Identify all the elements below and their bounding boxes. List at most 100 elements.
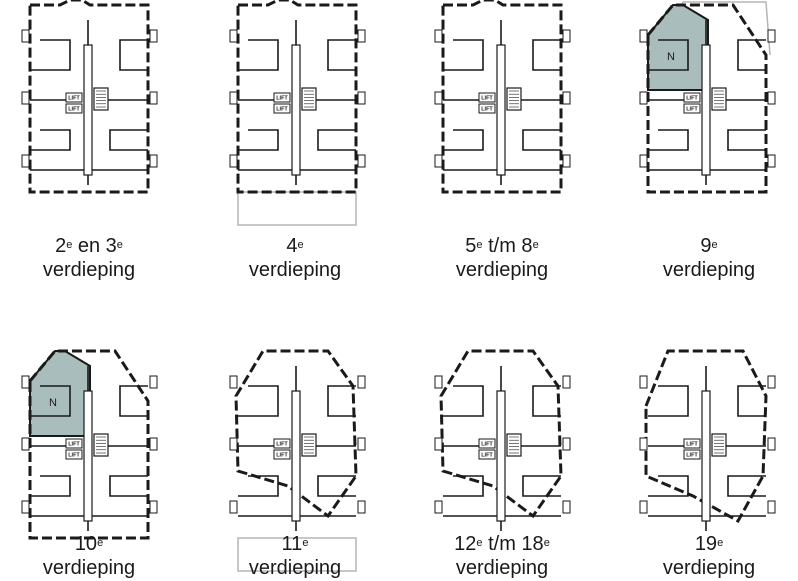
- lift-box: [683, 92, 701, 103]
- balcony: [21, 500, 30, 514]
- caption-floor-word: verdieping: [42, 259, 136, 281]
- balcony: [21, 29, 30, 43]
- balcony: [229, 500, 238, 514]
- lift-label: LIFT: [276, 453, 288, 459]
- lift-box: [65, 92, 83, 103]
- balcony: [562, 29, 571, 43]
- corridor: [496, 44, 506, 176]
- caption-floor-number: 9e: [609, 234, 798, 258]
- facade-outline: [646, 3, 768, 194]
- floor-number: 10: [74, 533, 98, 555]
- facade-outline: [441, 0, 563, 194]
- lift-label: LIFT: [686, 442, 698, 448]
- caption-floor-number: 12e t/m 18e: [402, 532, 602, 556]
- stairwell: [711, 433, 727, 457]
- balcony: [229, 437, 238, 451]
- floor-number: 12: [454, 533, 477, 555]
- lift-label: LIFT: [686, 96, 698, 102]
- lift-box: [683, 449, 701, 460]
- lift-label: LIFT: [68, 107, 80, 113]
- balcony: [357, 500, 366, 514]
- lift-label: LIFT: [276, 96, 288, 102]
- balcony: [149, 375, 158, 389]
- caption-floor-number: 11e: [195, 532, 395, 556]
- facade-outline: [28, 0, 150, 194]
- balcony: [229, 29, 238, 43]
- lift-label: LIFT: [481, 96, 493, 102]
- apartment-marker: N: [667, 51, 675, 63]
- interior-wall: [443, 129, 484, 151]
- balcony: [767, 500, 776, 514]
- stairwell: [711, 87, 727, 111]
- lift-box: [478, 92, 496, 103]
- ordinal-suffix: e: [476, 239, 483, 251]
- corridor: [496, 390, 506, 522]
- interior-wall: [522, 129, 561, 151]
- balcony: [149, 500, 158, 514]
- interior-wall: [532, 39, 561, 71]
- interior-wall: [30, 385, 71, 417]
- balcony: [229, 91, 238, 105]
- caption-floor-number: 2e en 3e: [0, 234, 189, 258]
- interior-wall: [443, 385, 484, 417]
- ordinal-suffix: e: [476, 537, 483, 549]
- lift-box: [273, 103, 291, 114]
- balcony: [639, 91, 648, 105]
- interior-wall: [737, 39, 766, 71]
- balcony: [149, 437, 158, 451]
- lift-label: LIFT: [686, 453, 698, 459]
- caption-floor-word: verdieping: [248, 557, 342, 579]
- interior-wall: [317, 129, 356, 151]
- corridor: [291, 390, 301, 522]
- balcony: [357, 375, 366, 389]
- floor-number: 19: [694, 533, 718, 555]
- balcony: [434, 375, 443, 389]
- lift-box: [65, 103, 83, 114]
- balcony: [562, 154, 571, 168]
- balcony: [562, 437, 571, 451]
- caption-floor-word: verdieping: [455, 557, 549, 579]
- interior-wall: [317, 475, 356, 497]
- highlighted-apartment: [647, 4, 709, 91]
- balcony: [639, 437, 648, 451]
- interior-wall: [443, 475, 484, 497]
- terrace-outline: [237, 537, 357, 572]
- interior-wall: [327, 385, 356, 417]
- floor-plan-p8: LIFT LIFT: [639, 349, 776, 531]
- interior-wall: [119, 385, 148, 417]
- interior-wall: [648, 39, 689, 71]
- lift-label: LIFT: [686, 107, 698, 113]
- interior-wall: [648, 475, 689, 497]
- stairwell: [506, 433, 522, 457]
- corridor: [83, 390, 93, 522]
- balcony: [21, 437, 30, 451]
- ordinal-suffix: e: [711, 239, 718, 251]
- balcony: [562, 500, 571, 514]
- lift-box: [273, 438, 291, 449]
- floor-number: 9: [700, 235, 712, 257]
- caption-floor-number: 19e: [609, 532, 798, 556]
- floor-number: 11: [281, 533, 303, 555]
- ordinal-suffix: e: [116, 239, 123, 251]
- terrace-outline: [237, 191, 357, 226]
- balcony: [357, 154, 366, 168]
- lift-label: LIFT: [68, 96, 80, 102]
- floor-range: en 3: [72, 235, 117, 257]
- balcony: [21, 154, 30, 168]
- floor-range: t/m 8: [482, 235, 533, 257]
- stairwell: [301, 87, 317, 111]
- interior-wall: [532, 385, 561, 417]
- balcony: [434, 154, 443, 168]
- balcony: [434, 29, 443, 43]
- ordinal-suffix: e: [66, 239, 73, 251]
- lift-label: LIFT: [276, 442, 288, 448]
- interior-wall: [30, 39, 71, 71]
- stairwell: [301, 433, 317, 457]
- caption-floor-word: verdieping: [662, 259, 756, 281]
- lift-label: LIFT: [481, 453, 493, 459]
- lift-label: LIFT: [68, 442, 80, 448]
- balcony: [639, 500, 648, 514]
- balcony: [149, 91, 158, 105]
